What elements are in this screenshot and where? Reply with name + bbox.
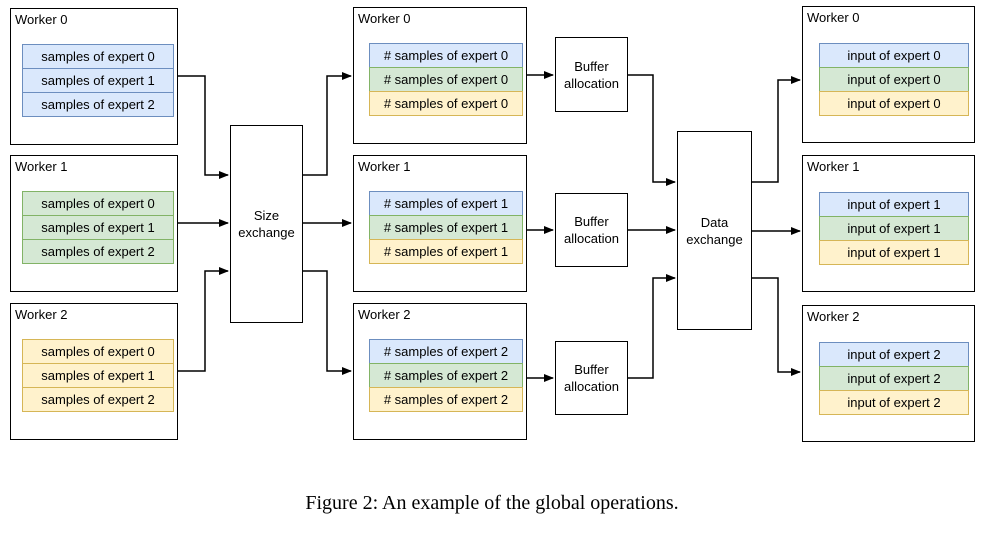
worker-box-right-1: Worker 1 input of expert 1 input of expe…: [802, 155, 975, 292]
arrow-lworker2-to-size-exchange: [178, 267, 229, 372]
sample-count-rows: # samples of expert 2 # samples of exper…: [369, 339, 523, 412]
sample-count-row: # samples of expert 0: [369, 43, 523, 68]
worker-label: Worker 0: [15, 12, 68, 27]
sample-row: samples of expert 0: [22, 191, 174, 216]
input-rows: input of expert 1 input of expert 1 inpu…: [819, 192, 969, 265]
input-row: input of expert 1: [819, 192, 969, 217]
buffer-allocation-box-2: Buffer allocation: [555, 341, 628, 415]
sample-row: samples of expert 2: [22, 387, 174, 412]
arrow-data-exchange-to-rworker0: [752, 76, 801, 183]
input-row: input of expert 0: [819, 43, 969, 68]
sample-rows: samples of expert 0 samples of expert 1 …: [22, 191, 174, 264]
sample-count-rows: # samples of expert 0 # samples of exper…: [369, 43, 523, 116]
worker-box-middle-2: Worker 2 # samples of expert 2 # samples…: [353, 303, 527, 440]
worker-label: Worker 1: [807, 159, 860, 174]
worker-box-middle-1: Worker 1 # samples of expert 1 # samples…: [353, 155, 527, 292]
sample-rows: samples of expert 0 samples of expert 1 …: [22, 44, 174, 117]
worker-box-middle-0: Worker 0 # samples of expert 0 # samples…: [353, 7, 527, 144]
sample-count-row: # samples of expert 2: [369, 339, 523, 364]
worker-box-left-0: Worker 0 samples of expert 0 samples of …: [10, 8, 178, 145]
worker-label: Worker 1: [15, 159, 68, 174]
input-row: input of expert 2: [819, 342, 969, 367]
worker-box-right-2: Worker 2 input of expert 2 input of expe…: [802, 305, 975, 442]
arrow-buffer0-to-data-exchange: [628, 74, 676, 186]
buffer-allocation-box-0: Buffer allocation: [555, 37, 628, 112]
sample-count-row: # samples of expert 1: [369, 191, 523, 216]
arrow-data-exchange-to-rworker2: [752, 277, 801, 376]
arrow-buffer2-to-data-exchange: [628, 274, 676, 379]
input-row: input of expert 0: [819, 67, 969, 92]
sample-count-row: # samples of expert 2: [369, 363, 523, 388]
sample-count-row: # samples of expert 1: [369, 215, 523, 240]
input-row: input of expert 1: [819, 216, 969, 241]
sample-count-row: # samples of expert 0: [369, 67, 523, 92]
arrow-size-exchange-to-mworker0: [303, 72, 352, 176]
sample-row: samples of expert 2: [22, 92, 174, 117]
worker-label: Worker 0: [807, 10, 860, 25]
arrow-size-exchange-to-mworker2: [303, 270, 352, 375]
worker-label: Worker 2: [15, 307, 68, 322]
worker-label: Worker 2: [807, 309, 860, 324]
input-row: input of expert 2: [819, 366, 969, 391]
input-row: input of expert 0: [819, 91, 969, 116]
figure-caption: Figure 2: An example of the global opera…: [305, 492, 679, 514]
input-row: input of expert 2: [819, 390, 969, 415]
worker-label: Worker 2: [358, 307, 411, 322]
sample-count-row: # samples of expert 0: [369, 91, 523, 116]
input-rows: input of expert 0 input of expert 0 inpu…: [819, 43, 969, 116]
sample-row: samples of expert 1: [22, 68, 174, 93]
sample-count-row: # samples of expert 2: [369, 387, 523, 412]
sample-count-row: # samples of expert 1: [369, 239, 523, 264]
sample-row: samples of expert 0: [22, 44, 174, 69]
input-rows: input of expert 2 input of expert 2 inpu…: [819, 342, 969, 415]
sample-row: samples of expert 0: [22, 339, 174, 364]
data-exchange-box: Data exchange: [677, 131, 752, 330]
worker-box-left-1: Worker 1 samples of expert 0 samples of …: [10, 155, 178, 292]
sample-row: samples of expert 1: [22, 363, 174, 388]
sample-row: samples of expert 2: [22, 239, 174, 264]
size-exchange-box: Size exchange: [230, 125, 303, 323]
sample-row: samples of expert 1: [22, 215, 174, 240]
sample-count-rows: # samples of expert 1 # samples of exper…: [369, 191, 523, 264]
worker-box-right-0: Worker 0 input of expert 0 input of expe…: [802, 6, 975, 143]
worker-label: Worker 0: [358, 11, 411, 26]
arrow-lworker0-to-size-exchange: [178, 75, 229, 179]
sample-rows: samples of expert 0 samples of expert 1 …: [22, 339, 174, 412]
buffer-allocation-box-1: Buffer allocation: [555, 193, 628, 267]
input-row: input of expert 1: [819, 240, 969, 265]
worker-box-left-2: Worker 2 samples of expert 0 samples of …: [10, 303, 178, 440]
worker-label: Worker 1: [358, 159, 411, 174]
